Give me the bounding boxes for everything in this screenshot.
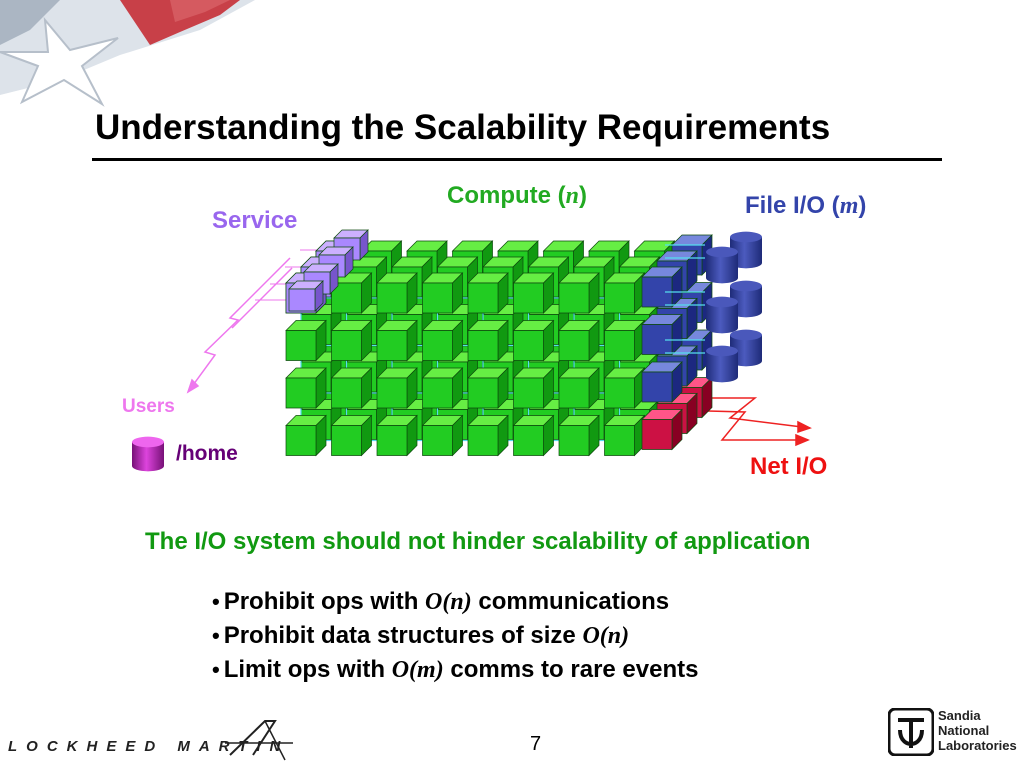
compute-node-cube	[376, 414, 418, 457]
bullet-icon: •	[212, 657, 220, 682]
page-number: 7	[530, 733, 542, 755]
sandia-text-line: Sandia	[938, 708, 981, 723]
lockheed-martin-logo: LOCKHEED MARTIN	[8, 738, 290, 755]
compute-variable: n	[565, 183, 580, 209]
compute-node-cube	[330, 367, 373, 409]
compute-label-text: Compute (	[447, 182, 566, 209]
compute-node-cube	[467, 319, 509, 362]
netio-label: Net I/O	[750, 453, 828, 480]
compute-node-cube	[421, 414, 464, 457]
compute-label-close: )	[579, 182, 588, 209]
fileio-label-text: File I/O (	[745, 192, 840, 219]
fileio-label: File I/O (m)	[745, 192, 866, 220]
requirement-text: Prohibit data structures of size	[223, 622, 583, 649]
compute-node-cube	[558, 319, 600, 362]
home-disk-icon	[132, 436, 164, 472]
requirement-math: O(n)	[582, 623, 630, 649]
compute-node-cube	[512, 367, 555, 409]
sandia-text-line: National	[938, 723, 990, 738]
requirement-item: •Prohibit ops with O(n) communications	[212, 585, 698, 619]
bullet-icon: •	[212, 589, 220, 614]
compute-node-cube	[467, 367, 509, 409]
io-node-cube	[641, 313, 683, 356]
bullet-icon: •	[212, 623, 220, 648]
sandia-labs-logo-text: Sandia National Laboratories	[938, 708, 1017, 753]
requirements-list: •Prohibit ops with O(n) communications •…	[212, 585, 698, 687]
home-disk-cylinder	[132, 436, 164, 472]
compute-node-cube	[512, 414, 555, 457]
compute-node-cube	[603, 319, 646, 362]
compute-node-cube	[603, 272, 646, 314]
fileio-variable: m	[839, 193, 859, 219]
requirement-item: •Prohibit data structures of size O(n)	[212, 619, 698, 653]
title-divider	[92, 158, 942, 161]
home-label: /home	[176, 442, 238, 465]
compute-node-cube	[421, 367, 464, 409]
io-node-cube	[641, 361, 683, 403]
compute-node-cube	[467, 272, 509, 314]
compute-node-cube	[421, 272, 464, 314]
compute-node-cube	[376, 367, 418, 409]
compute-node-cube	[512, 272, 555, 314]
compute-node-cube	[603, 414, 646, 457]
compute-node-cube	[603, 367, 646, 409]
sandia-text-line: Laboratories	[938, 738, 1017, 753]
file-io-disks	[706, 231, 762, 383]
requirement-item: •Limit ops with O(m) comms to rare event…	[212, 653, 698, 687]
compute-node-cube	[330, 319, 373, 362]
net-io-node-cube	[641, 408, 683, 451]
disk-cylinder	[706, 246, 738, 284]
compute-node-cube	[330, 414, 373, 457]
compute-node-cube	[558, 272, 600, 314]
io-node-cube	[641, 266, 683, 308]
requirement-text: communications	[471, 588, 670, 615]
users-label: Users	[122, 396, 175, 417]
requirement-text: Prohibit ops with	[223, 588, 426, 615]
service-label: Service	[212, 207, 298, 234]
compute-node-cube	[376, 319, 418, 362]
disk-cylinder	[706, 296, 738, 334]
scalability-statement: The I/O system should not hinder scalabi…	[145, 528, 811, 555]
fileio-label-close: )	[858, 192, 867, 219]
sandia-logo-icon	[888, 708, 934, 756]
lockheed-star-icon	[225, 720, 293, 761]
compute-node-cube	[467, 414, 509, 457]
requirement-text: comms to rare events	[443, 656, 699, 683]
compute-node-cube	[285, 319, 327, 362]
compute-label: Compute (n)	[447, 182, 587, 210]
slide-title: Understanding the Scalability Requiremen…	[95, 108, 831, 147]
flag-star-logo	[0, 0, 255, 107]
users-lightning-arrow	[186, 257, 293, 394]
compute-node-cube	[512, 319, 555, 362]
compute-node-cube	[285, 414, 327, 457]
compute-node-cube	[285, 367, 327, 409]
compute-node-cube	[376, 272, 418, 314]
disk-cylinder	[706, 345, 738, 383]
requirement-math: O(m)	[391, 657, 444, 683]
requirement-text: Limit ops with	[223, 656, 392, 683]
compute-node-cube	[558, 367, 600, 409]
service-node-cube	[288, 280, 324, 312]
requirement-math: O(n)	[425, 589, 472, 615]
compute-node-cube	[558, 414, 600, 457]
compute-node-cube	[421, 319, 464, 362]
compute-node-grid	[285, 229, 713, 457]
